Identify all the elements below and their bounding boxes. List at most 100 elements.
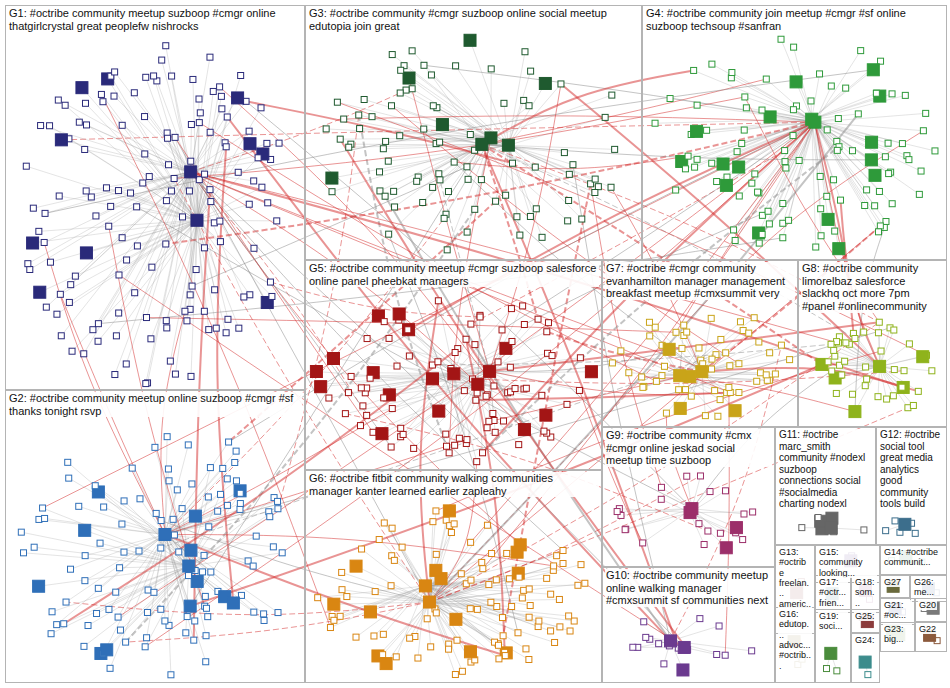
vertex-marker — [452, 442, 458, 448]
vertex-marker — [159, 57, 165, 63]
vertex-marker — [461, 388, 467, 394]
vertex-marker — [270, 544, 276, 550]
vertex-marker — [36, 516, 42, 522]
vertex-marker — [238, 73, 244, 79]
vertex-marker — [57, 291, 63, 297]
link-line — [506, 145, 509, 195]
vertex-marker — [494, 604, 500, 610]
vertex-marker — [685, 153, 691, 159]
group-label: G16: edutop... advoc... #octrib... — [778, 609, 812, 671]
vertex-marker — [117, 565, 123, 571]
vertex-marker — [364, 412, 370, 418]
vertex-marker — [420, 199, 426, 205]
vertex-marker — [705, 528, 711, 534]
link-line — [118, 534, 165, 617]
group-label: G12: #octribe social tool great media an… — [879, 429, 944, 510]
link-line — [191, 57, 210, 172]
vertex-marker — [480, 450, 486, 456]
vertex-marker — [76, 119, 82, 125]
link-line — [197, 91, 213, 220]
vertex-marker — [765, 208, 771, 214]
vertex-marker — [246, 128, 252, 134]
vertex-marker — [259, 184, 265, 190]
vertex-marker — [694, 102, 700, 108]
vertex-marker — [834, 147, 840, 153]
vertex-marker — [472, 206, 478, 212]
link-line — [191, 109, 222, 172]
vertex-marker — [433, 405, 445, 417]
link-line — [95, 486, 165, 535]
vertex-marker — [659, 373, 665, 379]
vertex-marker — [824, 666, 830, 672]
group-box: G6: #octribe fitbit community walking co… — [305, 470, 602, 683]
vertex-marker — [499, 327, 505, 333]
link-line — [454, 374, 544, 431]
vertex-marker — [113, 589, 119, 595]
vertex-marker — [661, 363, 667, 369]
vertex-marker — [891, 327, 897, 333]
link-line — [191, 172, 904, 388]
vertex-marker — [756, 339, 762, 345]
vertex-marker — [484, 522, 490, 528]
vertex-marker — [892, 518, 898, 524]
vertex-marker — [554, 553, 560, 559]
vertex-marker — [27, 237, 39, 249]
vertex-marker — [512, 567, 524, 579]
vertex-marker — [459, 668, 465, 674]
vertex-marker — [168, 672, 174, 678]
vertex-marker — [730, 522, 742, 534]
vertex-marker — [63, 599, 69, 605]
vertex-marker — [791, 44, 797, 50]
vertex-marker — [822, 213, 834, 225]
vertex-marker — [736, 390, 742, 396]
link-line — [478, 323, 549, 384]
vertex-marker — [185, 573, 191, 579]
vertex-marker — [326, 172, 338, 184]
vertex-marker — [561, 150, 567, 156]
vertex-marker — [226, 439, 232, 445]
vertex-marker — [97, 540, 103, 546]
vertex-marker — [832, 228, 838, 234]
vertex-marker — [509, 604, 515, 610]
vertex-marker — [843, 85, 849, 91]
vertex-marker — [799, 525, 805, 531]
vertex-marker — [477, 314, 483, 320]
vertex-marker — [403, 324, 415, 336]
link-line — [115, 172, 191, 375]
vertex-marker — [876, 188, 882, 194]
group-box: G9: #octribe community #cmx #cmgr online… — [602, 427, 775, 567]
intra-links — [21, 39, 937, 675]
vertex-marker — [813, 244, 819, 250]
vertex-marker — [159, 528, 171, 540]
vertex-marker — [85, 623, 91, 629]
group-label: G17: #octr... frien... — [818, 577, 848, 608]
vertex-marker — [643, 634, 649, 640]
vertex-marker — [232, 459, 238, 465]
vertex-marker — [217, 218, 223, 224]
link-line — [692, 509, 744, 514]
vertex-marker — [495, 359, 501, 365]
vertex-marker — [679, 345, 685, 351]
vertex-marker — [883, 528, 889, 534]
link-line — [103, 102, 197, 221]
vertex-marker — [831, 347, 837, 353]
vertex-marker — [201, 245, 207, 251]
vertex-marker — [56, 193, 62, 199]
vertex-marker — [463, 336, 469, 342]
vertex-marker — [107, 665, 113, 671]
link-line — [190, 144, 482, 606]
vertex-marker — [609, 92, 615, 98]
vertex-marker — [72, 273, 78, 279]
vertex-marker — [608, 184, 614, 190]
vertex-marker — [782, 148, 788, 154]
link-line — [101, 94, 197, 220]
vertex-marker — [544, 329, 550, 335]
vertex-marker — [433, 610, 439, 616]
vertex-marker — [65, 459, 71, 465]
vertex-marker — [902, 92, 908, 98]
vertex-marker — [712, 388, 718, 394]
link-line — [43, 122, 815, 508]
vertex-marker — [430, 184, 436, 190]
vertex-marker — [276, 140, 282, 146]
vertex-marker — [207, 187, 213, 193]
